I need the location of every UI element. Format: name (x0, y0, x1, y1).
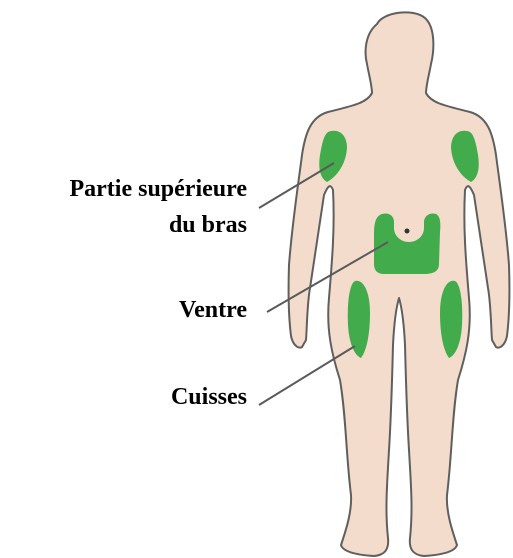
navel (405, 229, 410, 234)
upper-arm-label-line2: du bras (169, 208, 247, 242)
abdomen-label: Ventre (179, 293, 247, 327)
upper-arm-label-line1: Partie supérieure (69, 172, 247, 206)
body-silhouette (289, 12, 510, 556)
thighs-label: Cuisses (171, 380, 247, 414)
